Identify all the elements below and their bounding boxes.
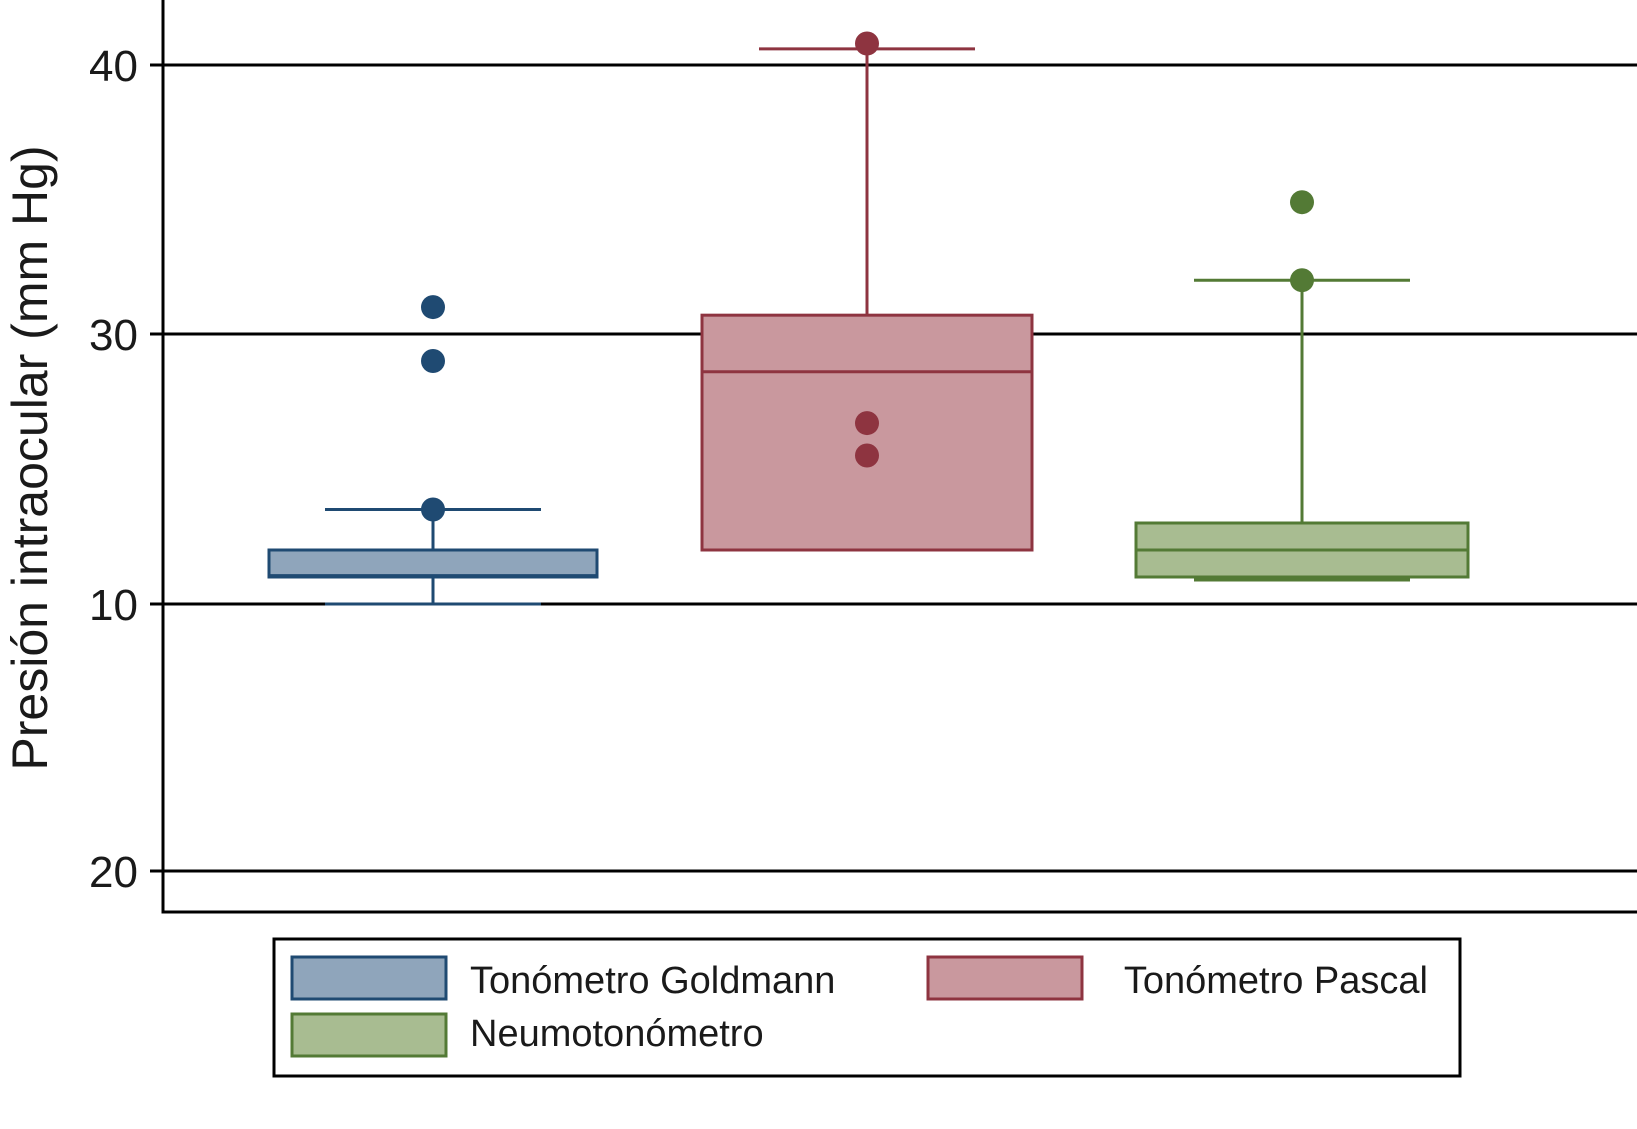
box-group bbox=[1134, 190, 1470, 582]
y-tick-label: 10 bbox=[89, 581, 138, 630]
outlier-point bbox=[421, 295, 445, 320]
outlier-point bbox=[855, 411, 879, 436]
legend-swatch bbox=[290, 955, 448, 1001]
outlier-point bbox=[421, 497, 445, 522]
outlier-point bbox=[855, 31, 879, 56]
axes bbox=[161, 0, 1637, 914]
iqr-box bbox=[267, 548, 599, 579]
legend-label: Neumotonómetro bbox=[470, 1013, 764, 1055]
legend: Tonómetro Goldmann Tonómetro PascalNeumot… bbox=[272, 937, 1462, 1078]
y-axis-ticks: 40 30 10 20 bbox=[89, 42, 163, 897]
outlier-point bbox=[421, 349, 445, 373]
y-tick-label: 20 bbox=[89, 848, 138, 897]
outlier-point bbox=[855, 443, 879, 468]
legend-label: Tonómetro Goldmann bbox=[470, 960, 835, 1002]
box-group bbox=[267, 295, 599, 606]
legend-box bbox=[272, 937, 1462, 1078]
box-group bbox=[700, 31, 1034, 552]
y-axis-title: Presión intraocular (mm Hg) bbox=[2, 145, 58, 770]
y-tick-label: 30 bbox=[89, 311, 138, 360]
legend-label: Tonómetro Pascal bbox=[1124, 960, 1428, 1002]
legend-swatch bbox=[926, 955, 1084, 1001]
boxes bbox=[267, 31, 1470, 606]
outlier-point bbox=[1290, 268, 1314, 293]
y-tick-label: 40 bbox=[89, 42, 138, 91]
outlier-point bbox=[1290, 190, 1314, 215]
legend-swatch bbox=[290, 1012, 448, 1058]
